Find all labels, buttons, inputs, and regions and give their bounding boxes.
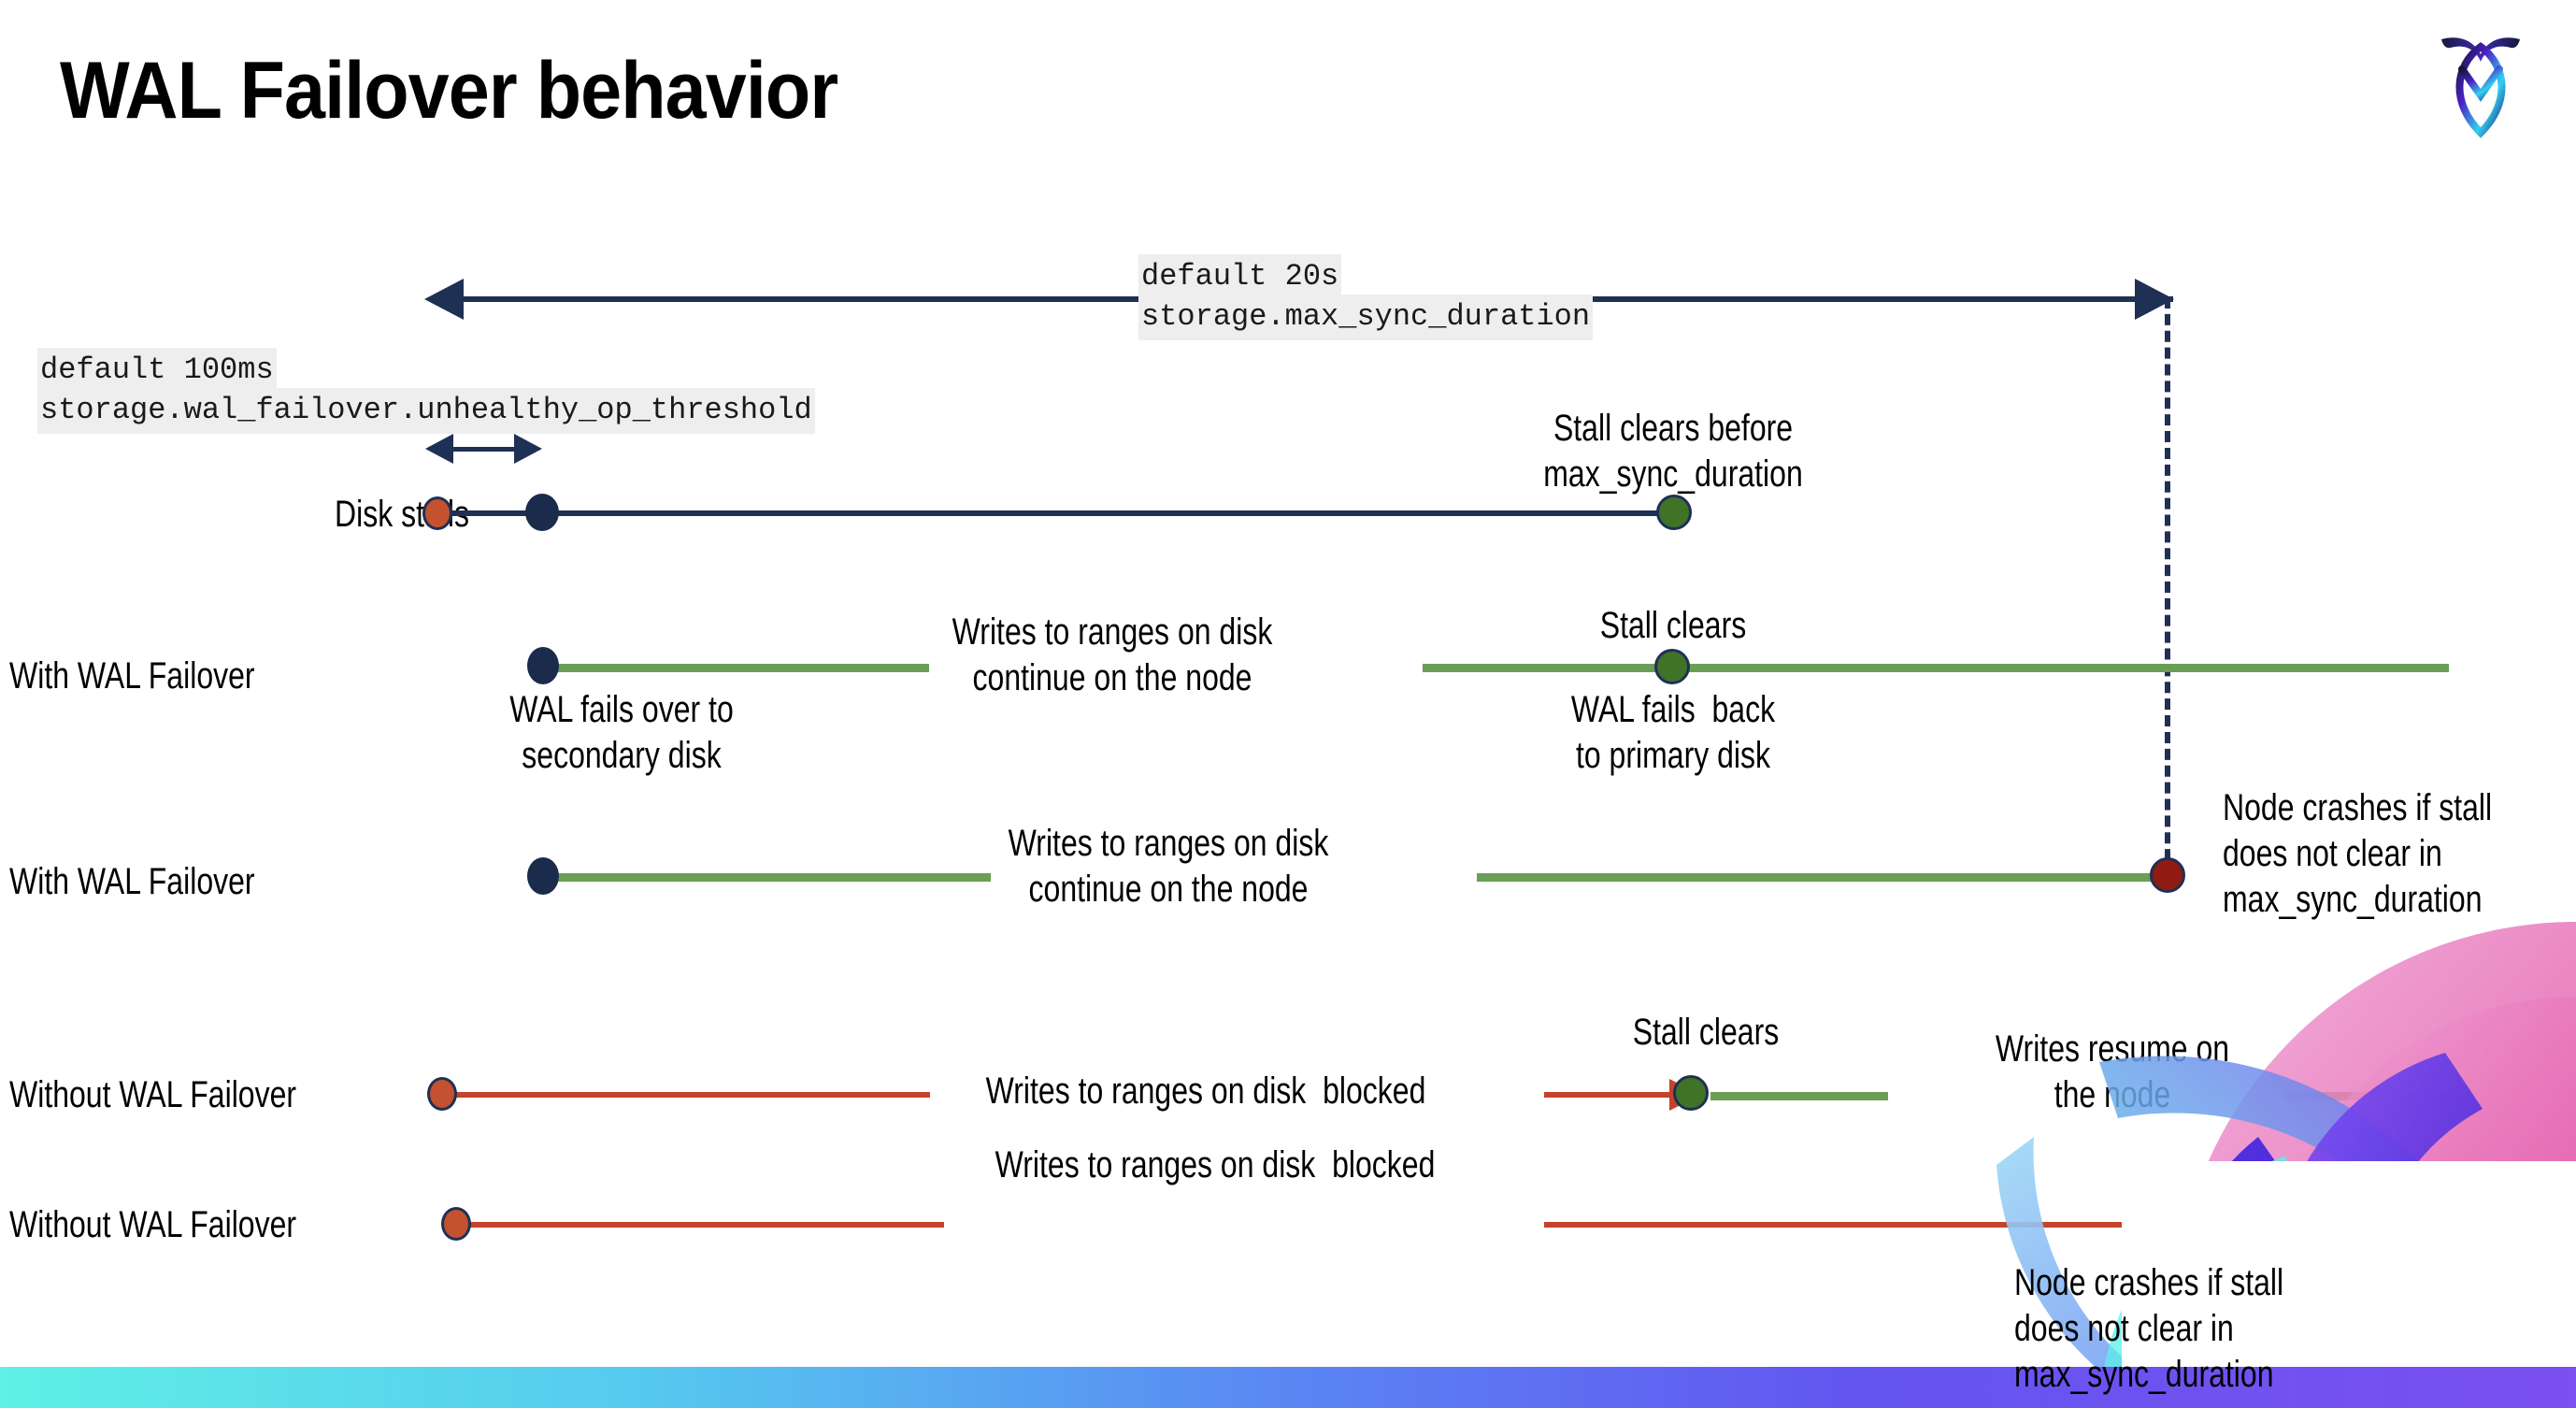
row-label-without-wal-failover-1: Without WAL Failover [9, 1074, 297, 1115]
cockroachdb-logo [2425, 17, 2537, 140]
note-stall-clears-before: Stall clears before max_sync_duration [1543, 408, 1803, 495]
unhealthy-setting-name: storage.wal_failover.unhealthy_op_thresh… [37, 388, 815, 434]
without-wal-1-start-dot [427, 1077, 457, 1111]
note-writes-continue-1: Writes to ranges on disk continue on the… [952, 611, 1273, 698]
disk-stall-start-dot [422, 496, 452, 530]
row-label-without-wal-failover-2: Without WAL Failover [9, 1204, 297, 1245]
without-wal-1-clear-dot [1673, 1075, 1709, 1111]
bottom-gradient-bar [0, 1367, 2576, 1408]
without-wal-2-start-dot [441, 1207, 471, 1241]
note-node-crashes-2: Node crashes if stall does not clear in … [2014, 1262, 2284, 1395]
note-writes-blocked-1: Writes to ranges on disk blocked [985, 1070, 1426, 1112]
max-sync-setting-name: storage.max_sync_duration [1138, 295, 1594, 340]
page-title: WAL Failover behavior [60, 46, 838, 136]
without-wal-1-seg-a [447, 1092, 930, 1098]
note-stall-clears-1: Stall clears [1599, 605, 1747, 646]
unhealthy-arrow-right-head [514, 434, 542, 464]
wal-failover-2-crash-dot [2150, 857, 2185, 893]
disk-stall-failover-dot [525, 494, 559, 531]
wal-failover-1-seg-a [544, 664, 929, 672]
unhealthy-arrow-left-head [425, 434, 453, 464]
decoration-text-backdrop [2122, 1161, 2576, 1367]
max-sync-default-label: default 20s [1138, 254, 1342, 300]
note-writes-blocked-2: Writes to ranges on disk blocked [995, 1144, 1436, 1185]
without-wal-2-seg-a [460, 1222, 944, 1228]
wal-failover-1-clear-dot [1654, 649, 1690, 684]
note-wal-fails-back: WAL fails back to primary disk [1570, 689, 1776, 776]
wal-failover-2-seg-b [1477, 873, 2168, 882]
unhealthy-span-line [452, 447, 516, 452]
wal-failover-1-start-dot [527, 647, 559, 684]
note-writes-continue-2: Writes to ranges on disk continue on the… [1008, 823, 1329, 910]
without-wal-2-seg-b [1544, 1222, 2140, 1228]
note-node-crashes-1: Node crashes if stall does not clear in … [2223, 787, 2493, 920]
wal-failover-2-start-dot [527, 857, 559, 895]
disk-stall-clear-dot [1656, 495, 1692, 530]
without-wal-1-seg-b [1544, 1092, 1682, 1098]
max-sync-arrow-left-head [424, 279, 464, 320]
max-sync-dashed-guide [2165, 297, 2170, 877]
without-wal-1-seg-c [1710, 1092, 1888, 1100]
row-label-with-wal-failover-1: With WAL Failover [9, 655, 255, 697]
wal-failover-2-seg-a [544, 873, 991, 882]
note-wal-fails-over: WAL fails over to secondary disk [509, 689, 734, 776]
disk-stalls-timeline [439, 510, 1673, 516]
wal-failover-1-seg-b [1423, 664, 2449, 672]
unhealthy-default-label: default 100ms [37, 348, 277, 394]
note-stall-clears-2: Stall clears [1632, 1012, 1780, 1053]
row-label-with-wal-failover-2: With WAL Failover [9, 861, 255, 902]
